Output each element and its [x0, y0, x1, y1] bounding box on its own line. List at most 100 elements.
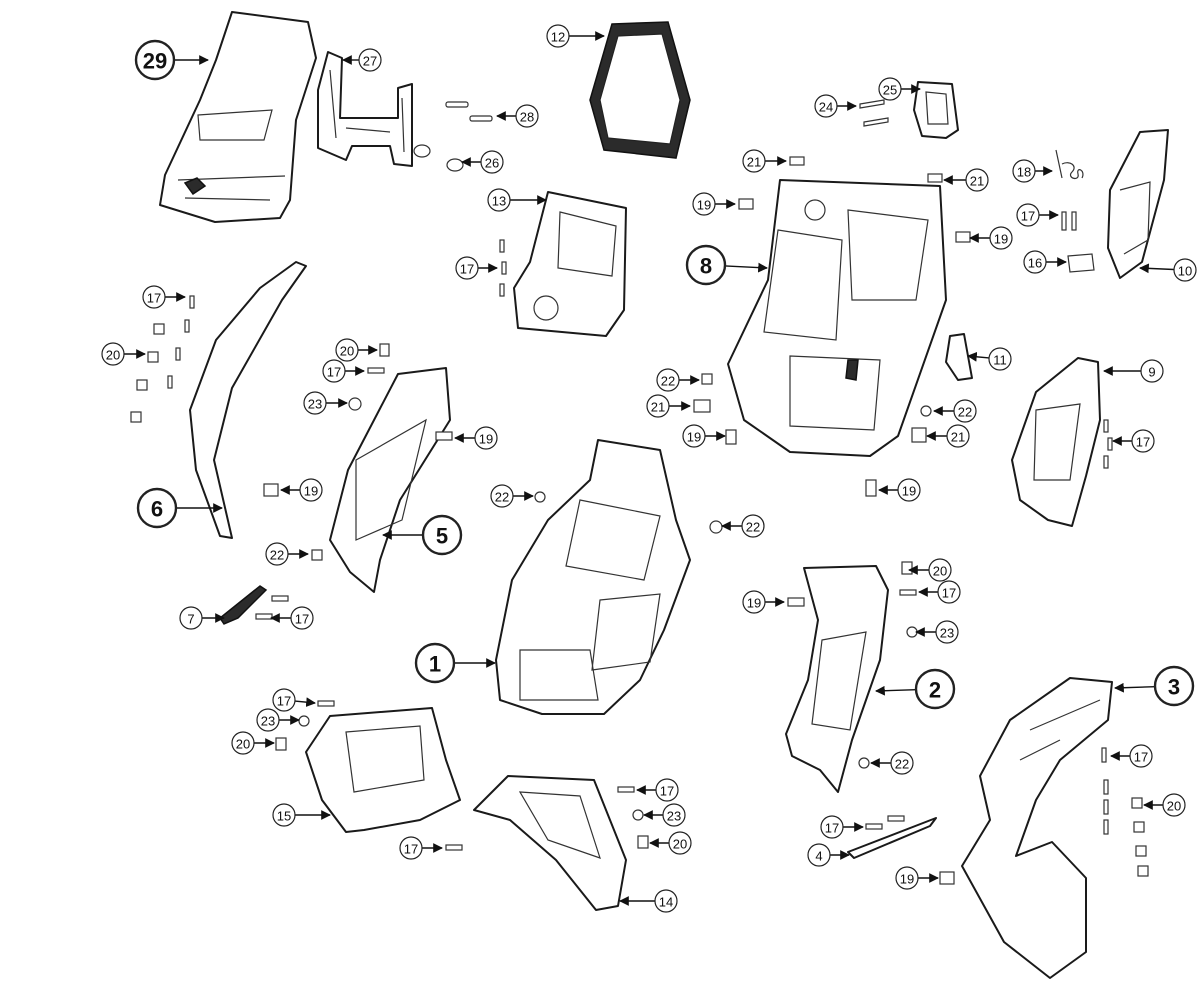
callout-circle: [988, 347, 1012, 371]
callout-circle: [303, 391, 327, 415]
callout-4: 4: [807, 843, 850, 867]
part-small-cover: [945, 333, 973, 381]
callout-circle: [928, 558, 952, 582]
callout-circle: [474, 426, 498, 450]
callout-circle: [1153, 665, 1195, 707]
callout-21: 21: [742, 149, 787, 173]
callout-circle: [685, 244, 727, 286]
callout-circle: [231, 731, 255, 755]
callout-14: 14: [619, 889, 678, 913]
callout-circle: [1012, 159, 1036, 183]
callout-number: 19: [479, 432, 493, 447]
callout-2: 2: [875, 668, 956, 710]
callout-17: 17: [399, 836, 443, 860]
callout-number: 19: [900, 872, 914, 887]
callout-circle: [646, 394, 670, 418]
part-trim-strip-right: [847, 817, 937, 859]
callout-circle: [668, 831, 692, 855]
callout-10: 10: [1139, 258, 1197, 282]
callout-number: 20: [236, 737, 250, 752]
callout-number: 13: [492, 194, 506, 209]
callout-17: 17: [636, 778, 679, 802]
callout-number: 17: [404, 842, 418, 857]
part-bracket: [317, 51, 413, 167]
callout-circle: [878, 77, 902, 101]
callout-number: 19: [902, 484, 916, 499]
callout-circle: [272, 688, 296, 712]
callout-number: 17: [942, 586, 956, 601]
part-spring: [1055, 149, 1084, 180]
callout-circle: [546, 24, 570, 48]
callout-15: 15: [272, 803, 331, 827]
callout-number: 17: [327, 365, 341, 380]
callout-circle: [965, 168, 989, 192]
callout-number: 1: [429, 652, 441, 677]
callout-number: 22: [495, 490, 509, 505]
part-trim-strip-left: [218, 585, 268, 625]
callout-number: 21: [951, 430, 965, 445]
callout-20: 20: [335, 338, 378, 362]
callout-number: 20: [673, 837, 687, 852]
callout-8: 8: [685, 244, 768, 286]
callout-19: 19: [692, 192, 736, 216]
part-caps: [413, 144, 464, 172]
callout-circle: [655, 778, 679, 802]
callout-number: 21: [970, 174, 984, 189]
callout-12: 12: [546, 24, 605, 48]
callout-circle: [1140, 359, 1164, 383]
callout-17: 17: [1016, 203, 1059, 227]
callout-number: 17: [460, 262, 474, 277]
callout-leader: [1114, 682, 1156, 693]
callout-number: 9: [1148, 365, 1155, 380]
callout-number: 19: [304, 484, 318, 499]
part-holder: [913, 81, 959, 139]
callout-22: 22: [656, 368, 700, 392]
callout-circle: [742, 590, 766, 614]
part-lower-cover-center: [473, 775, 627, 911]
callout-circle: [142, 285, 166, 309]
callout-20: 20: [101, 342, 146, 366]
callout-circle: [895, 866, 919, 890]
callout-17: 17: [1112, 429, 1155, 453]
callout-17: 17: [820, 815, 864, 839]
callout-21: 21: [943, 168, 989, 192]
callout-circle: [814, 94, 838, 118]
callout-11: 11: [967, 347, 1012, 371]
callout-circle: [256, 708, 280, 732]
callout-17: 17: [272, 688, 316, 712]
callout-21: 21: [926, 424, 970, 448]
callout-number: 27: [363, 54, 377, 69]
callout-circle: [136, 487, 178, 529]
callout-circle: [897, 478, 921, 502]
part-inner-panel-right: [785, 565, 889, 793]
callout-number: 29: [143, 49, 167, 74]
callout-19: 19: [280, 478, 323, 502]
callout-number: 3: [1168, 675, 1180, 700]
callout-17: 17: [142, 285, 186, 309]
part-inner-shield: [727, 179, 947, 457]
callout-22: 22: [490, 484, 534, 508]
callout-number: 23: [308, 397, 322, 412]
part-leg-shield: [495, 439, 691, 715]
callout-circle: [358, 48, 382, 72]
callout-circle: [682, 424, 706, 448]
callout-circle: [935, 620, 959, 644]
callout-23: 23: [915, 620, 959, 644]
callout-circle: [101, 342, 125, 366]
callout-number: 5: [436, 524, 448, 549]
callout-circle: [989, 226, 1013, 250]
callout-number: 14: [659, 895, 673, 910]
callout-number: 22: [895, 757, 909, 772]
callout-circle: [890, 751, 914, 775]
callout-number: 20: [106, 348, 120, 363]
callout-29: 29: [134, 39, 209, 81]
callout-21: 21: [646, 394, 691, 418]
callout-17: 17: [1110, 744, 1153, 768]
callout-circle: [299, 478, 323, 502]
callout-number: 20: [1167, 799, 1181, 814]
hardware-pieces: [130, 156, 1149, 885]
part-clip: [1067, 253, 1095, 273]
part-bolts: [445, 101, 493, 122]
callout-19: 19: [682, 424, 726, 448]
